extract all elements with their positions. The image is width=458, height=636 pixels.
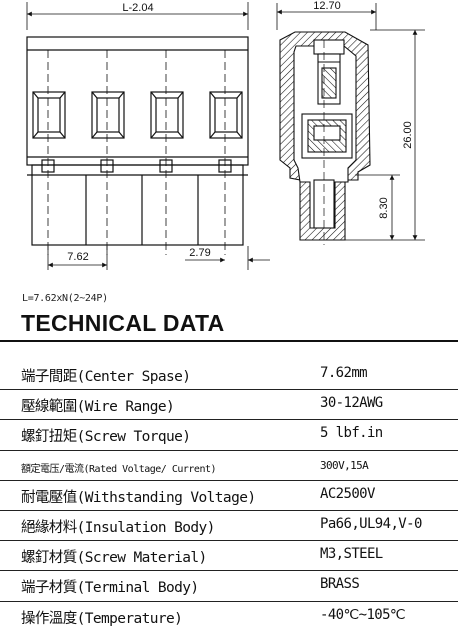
spec-row-screw-torque: 螺釘扭矩(Screw Torque) 5 lbf.in — [0, 420, 458, 451]
spec-value: AC2500V — [320, 485, 375, 502]
spec-row-insulation-body: 絕緣材料(Insulation Body) Pa66,UL94,V-0 — [0, 511, 458, 542]
spec-value: -40℃~105℃ — [320, 606, 406, 623]
terminal-window — [209, 91, 243, 139]
dim-overall-length: L-2.04 — [122, 2, 153, 14]
side-view — [276, 3, 425, 245]
spec-label: 螺釘材質(Screw Material) — [21, 550, 207, 567]
spec-value: 30-12AWG — [320, 395, 383, 412]
spec-row-terminal-body: 端子材質(Terminal Body) BRASS — [0, 571, 458, 602]
spec-row-screw-material: 螺釘材質(Screw Material) M3,STEEL — [0, 541, 458, 572]
spec-label: 壓線範圍(Wire Range) — [21, 399, 175, 416]
spec-label: 額定電压/電流(Rated Voltage/ Current) — [21, 463, 217, 475]
spec-row-withstanding-voltage: 耐電壓值(Withstanding Voltage) AC2500V — [0, 481, 458, 511]
spec-row-rated-voltage-current: 額定電压/電流(Rated Voltage/ Current) 300V,15A — [0, 451, 458, 481]
terminal-window — [150, 91, 184, 139]
spec-value: BRASS — [320, 576, 360, 593]
spec-value: 7.62mm — [320, 365, 368, 381]
dim-pin-height: 8.30 — [378, 197, 390, 218]
spec-value: Pa66,UL94,V-0 — [320, 515, 422, 532]
title-divider — [0, 340, 458, 342]
spec-row-temperature: 操作溫度(Temperature) -40℃~105℃ — [0, 602, 458, 631]
spec-label: 端子間距(Center Spase) — [21, 369, 191, 385]
pitch-formula: L=7.62xN(2~24P) — [22, 293, 108, 304]
spec-value: M3,STEEL — [320, 546, 383, 563]
terminal-window — [32, 91, 66, 139]
spec-value: 5 lbf.in — [320, 425, 383, 442]
dim-height: 26.00 — [402, 121, 414, 149]
section-title: TECHNICAL DATA — [21, 310, 225, 336]
spec-label: 端子材質(Terminal Body) — [21, 580, 199, 597]
spec-row-center-spacing: 端子間距(Center Spase) 7.62mm — [0, 360, 458, 391]
spec-label: 螺釘扭矩(Screw Torque) — [21, 429, 191, 446]
front-view — [26, 2, 270, 270]
spec-table: 端子間距(Center Spase) 7.62mm 壓線範圍(Wire Rang… — [0, 360, 458, 631]
spec-label: 絕緣材料(Insulation Body) — [21, 519, 215, 536]
spec-row-wire-range: 壓線範圍(Wire Range) 30-12AWG — [0, 390, 458, 421]
technical-drawing: L-2.04 7.62 2.79 12.70 26.00 8.30 — [26, 0, 425, 270]
dim-width: 12.70 — [313, 0, 341, 12]
dim-pitch: 7.62 — [67, 251, 88, 263]
spec-label: 耐電壓值(Withstanding Voltage) — [21, 489, 256, 506]
spec-value: 300V,15A — [320, 458, 369, 472]
dim-edge-offset: 2.79 — [189, 247, 210, 259]
terminal-window — [91, 91, 125, 139]
spec-label: 操作溫度(Temperature) — [21, 610, 183, 627]
